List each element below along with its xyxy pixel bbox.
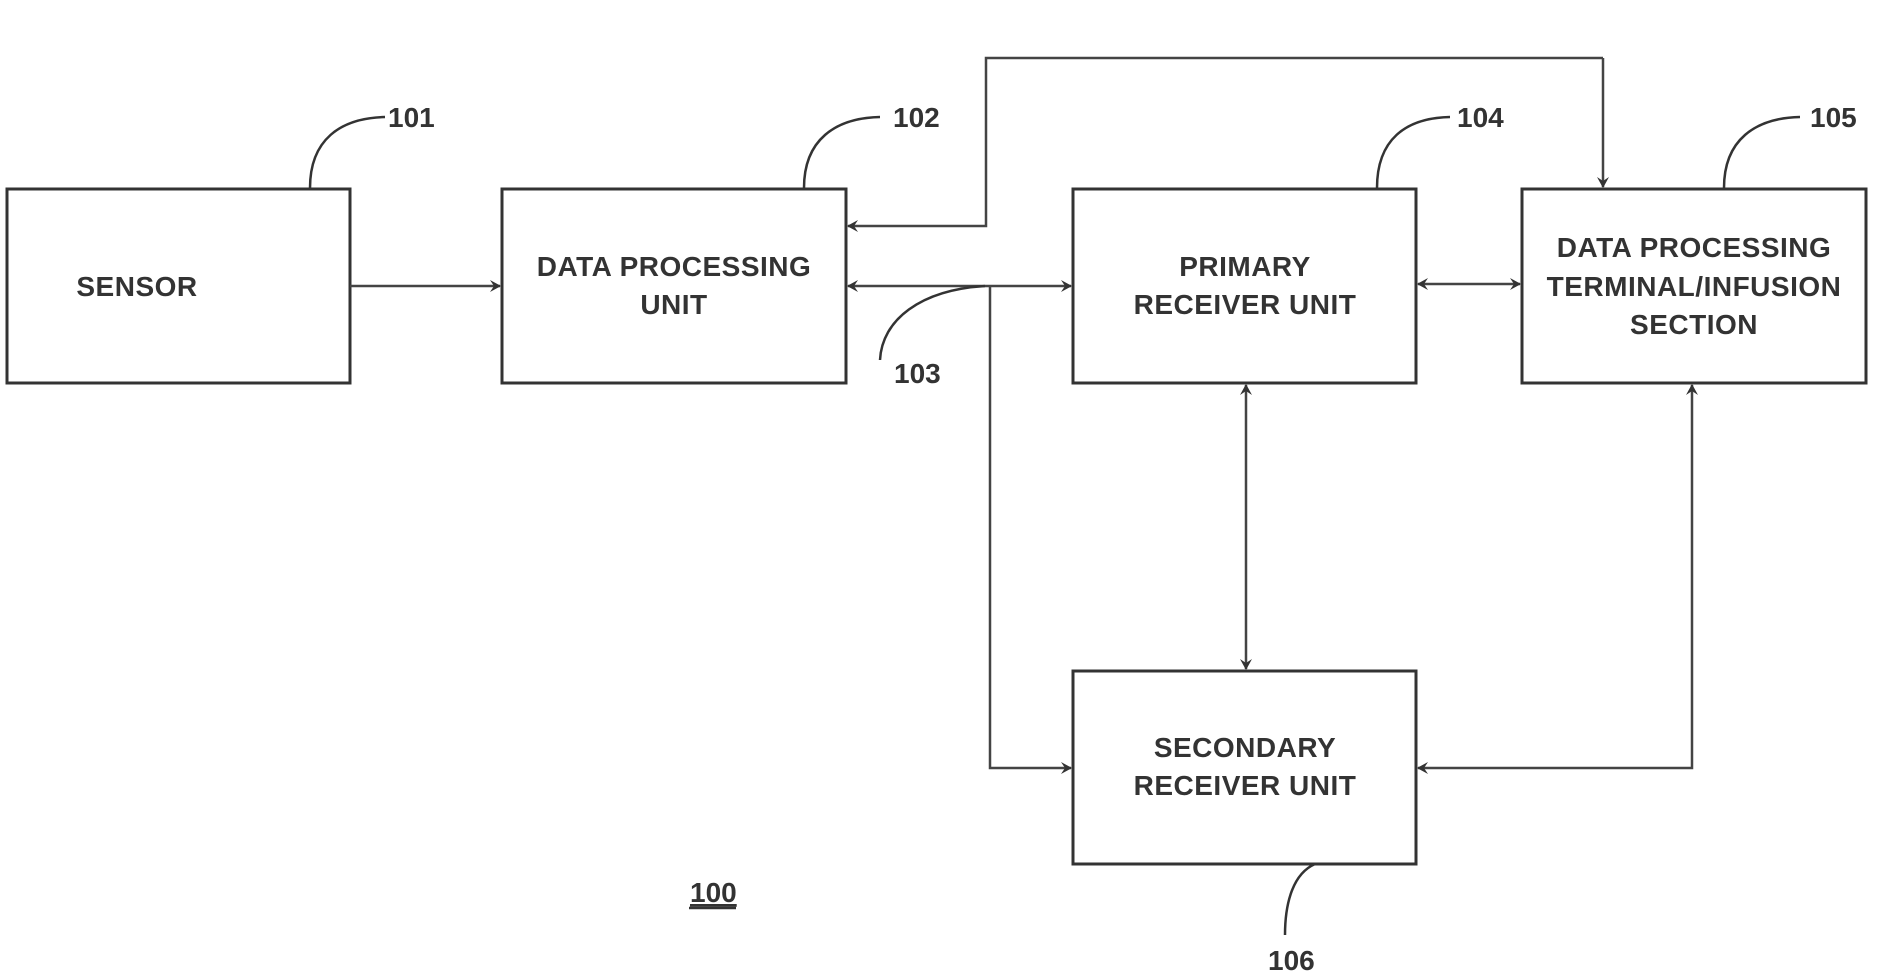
- block-label-line: SECONDARY: [1154, 732, 1336, 763]
- block-primary-receiver-unit: PRIMARY RECEIVER UNIT: [1073, 189, 1416, 383]
- arrow-dpu-to-secondary: [990, 286, 1071, 768]
- leader-105: [1724, 117, 1800, 188]
- block-label-line: DATA PROCESSING: [1557, 232, 1832, 263]
- ref-103: 103: [894, 358, 941, 389]
- block-sensor: SENSOR: [7, 189, 350, 383]
- block-label-line: SECTION: [1630, 309, 1758, 340]
- figure-number: 100: [690, 877, 737, 908]
- ref-102: 102: [893, 102, 940, 133]
- ref-106: 106: [1268, 945, 1315, 976]
- block-label-line: PRIMARY: [1179, 251, 1311, 282]
- block-label-line: DATA PROCESSING: [537, 251, 812, 282]
- ref-101: 101: [388, 102, 435, 133]
- leader-103: [880, 286, 985, 360]
- block-label-line: TERMINAL/INFUSION: [1547, 271, 1842, 302]
- leader-106: [1285, 864, 1315, 935]
- block-data-processing-terminal: DATA PROCESSING TERMINAL/INFUSION SECTIO…: [1522, 189, 1866, 383]
- block-label-line: RECEIVER UNIT: [1134, 770, 1357, 801]
- block-label: SENSOR: [76, 271, 197, 302]
- leader-101: [310, 117, 385, 188]
- leader-104: [1377, 117, 1450, 188]
- arrow-secondary-terminal: [1418, 385, 1692, 768]
- block-label-line: UNIT: [640, 289, 707, 320]
- block-secondary-receiver-unit: SECONDARY RECEIVER UNIT: [1073, 671, 1416, 864]
- ref-105: 105: [1810, 102, 1857, 133]
- block-data-processing-unit: DATA PROCESSING UNIT: [502, 189, 846, 383]
- block-label-line: RECEIVER UNIT: [1134, 289, 1357, 320]
- leader-102: [804, 117, 880, 188]
- ref-104: 104: [1457, 102, 1504, 133]
